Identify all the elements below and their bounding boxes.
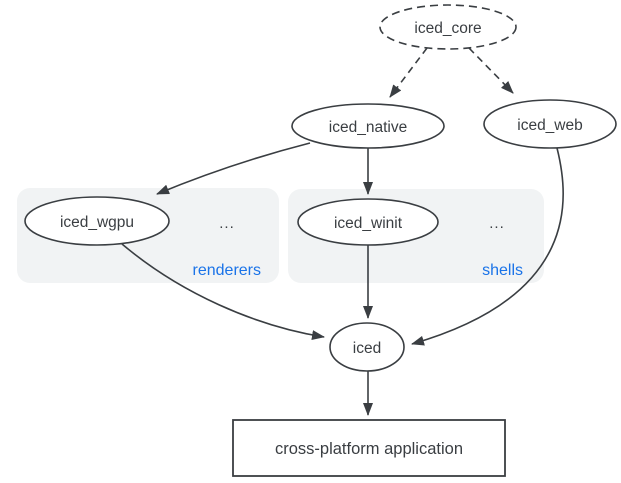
node-iced-winit: iced_winit bbox=[297, 198, 439, 246]
node-iced-core: iced_core bbox=[379, 4, 517, 50]
renderers-group-label: renderers bbox=[193, 262, 261, 279]
shells-group-label: shells bbox=[482, 262, 523, 279]
app-label: cross-platform application bbox=[275, 440, 463, 458]
iced-wgpu-ellipse bbox=[24, 196, 170, 246]
iced-ellipse bbox=[329, 322, 405, 372]
node-iced: iced bbox=[329, 322, 405, 372]
iced-winit-label: iced_winit bbox=[334, 215, 403, 232]
node-iced-wgpu: iced_wgpu bbox=[24, 196, 170, 246]
edge-web-to-iced bbox=[411, 147, 564, 346]
iced-wgpu-label: iced_wgpu bbox=[60, 214, 134, 231]
iced-label: iced bbox=[353, 340, 381, 357]
edge-core-to-web bbox=[468, 47, 514, 94]
app-rect bbox=[232, 419, 506, 477]
edge-wgpu-to-iced bbox=[121, 243, 325, 341]
iced-core-ellipse bbox=[379, 4, 517, 50]
iced-web-ellipse bbox=[483, 99, 617, 149]
shells-ellipsis: ... bbox=[489, 215, 505, 232]
iced-native-label: iced_native bbox=[329, 119, 407, 136]
node-iced-web: iced_web bbox=[483, 99, 617, 149]
iced-winit-ellipse bbox=[297, 198, 439, 246]
iced-core-label: iced_core bbox=[414, 20, 481, 37]
iced-native-ellipse bbox=[291, 103, 445, 149]
renderers-ellipsis: ... bbox=[219, 215, 235, 232]
node-iced-native: iced_native bbox=[291, 103, 445, 149]
edge-core-to-native bbox=[389, 47, 428, 98]
iced-web-label: iced_web bbox=[517, 117, 583, 134]
node-cross-platform-application: cross-platform application bbox=[232, 419, 506, 477]
edge-native-to-wgpu bbox=[156, 142, 311, 195]
